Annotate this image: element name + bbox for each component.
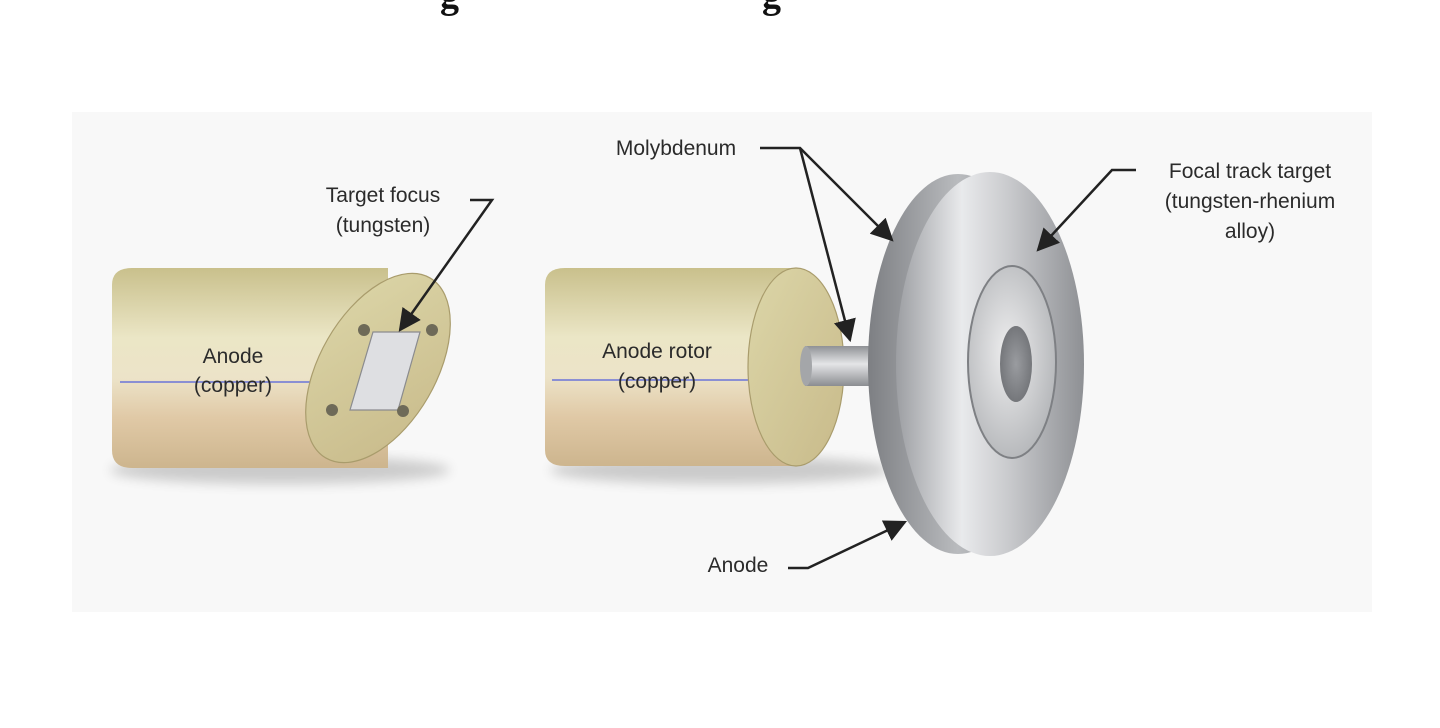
label-target-focus-line2: (tungsten) (336, 214, 431, 237)
label-anode-left-line2: (copper) (194, 374, 272, 397)
screw-icon (397, 405, 409, 417)
target-focus-arrow (398, 198, 495, 332)
title-fragment-left: g (440, 0, 459, 17)
screw-icon (426, 324, 438, 336)
focal-track-arrow (1036, 168, 1136, 252)
label-anode-rotor-line1: Anode rotor (602, 340, 712, 363)
anode-bottom-arrow (788, 520, 908, 570)
label-molybdenum: Molybdenum (616, 137, 736, 160)
molybdenum-shaft (805, 346, 877, 386)
title-fragment-right: g (762, 0, 781, 17)
label-anode-rotor-line2: (copper) (618, 370, 696, 393)
label-anode-bottom: Anode (708, 554, 769, 577)
label-focal-track-line1: Focal track target (1169, 160, 1331, 183)
label-target-focus-line1: Target focus (326, 184, 440, 207)
label-focal-track-line3: alloy) (1225, 220, 1275, 243)
rotating-anode (545, 172, 1084, 556)
molybdenum-shaft-end (800, 346, 812, 386)
stationary-anode (110, 268, 451, 484)
center-hole (1000, 326, 1032, 402)
rotor-body (545, 268, 795, 466)
screw-icon (358, 324, 370, 336)
molybdenum-arrow-shaft (798, 147, 856, 343)
screw-icon (326, 404, 338, 416)
label-anode-left-line1: Anode (203, 345, 264, 368)
label-focal-track-line2: (tungsten-rhenium (1165, 190, 1335, 213)
